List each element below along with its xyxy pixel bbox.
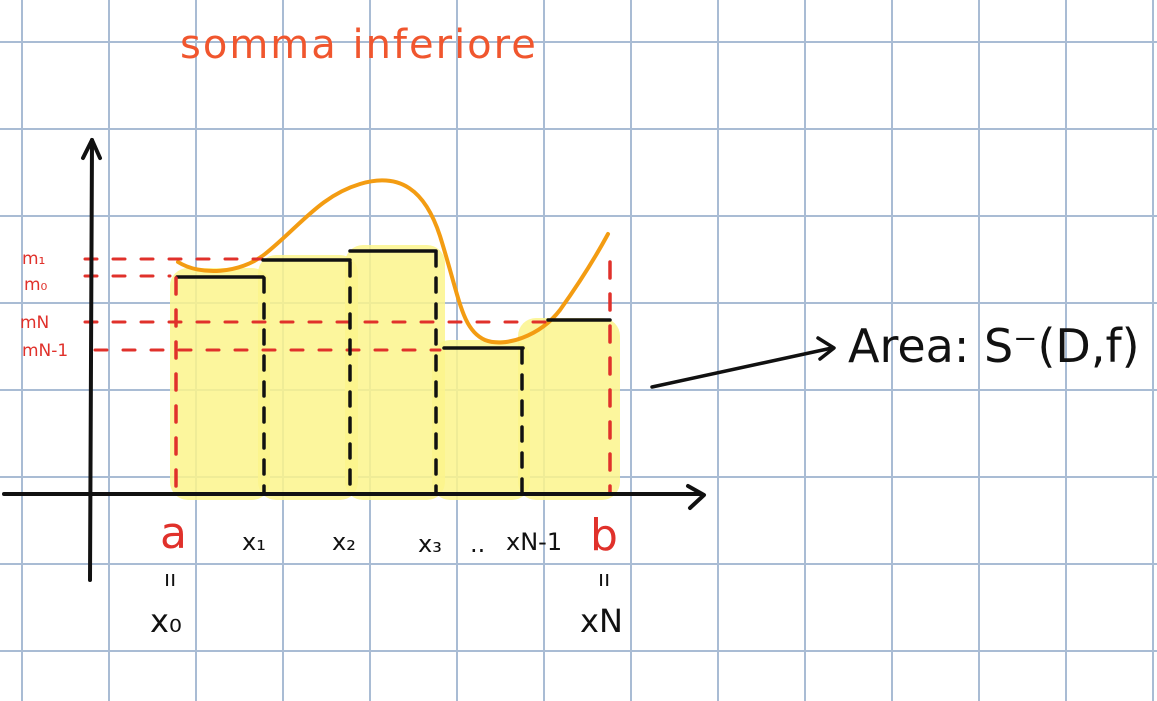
label-x2: x₂ (332, 528, 356, 556)
y-axis (88, 138, 94, 582)
label-dots: .. (470, 530, 485, 558)
y-axis-arrow (81, 138, 102, 160)
label-m1: m₁ (22, 249, 45, 269)
highlight-rect-2 (258, 255, 358, 500)
area-annotation: Area: S⁻(D,f) (650, 319, 1140, 389)
step-tops (175, 249, 612, 350)
label-mN1: mN-1 (22, 341, 68, 361)
area-pointer-line (650, 346, 834, 389)
x-labels: a x₁ x₂ x₃ .. xN-1 b ıı x₀ ıı xN (150, 508, 623, 640)
bound-lines (174, 260, 612, 496)
axes (2, 138, 706, 582)
diagram-title: somma inferiore (180, 22, 538, 68)
highlight-rect-4 (432, 340, 530, 500)
level-lines (83, 257, 547, 352)
area-label: Area: S⁻(D,f) (848, 319, 1140, 373)
highlight-rect-5 (518, 318, 620, 500)
highlight-region (170, 245, 620, 500)
label-eq-a: ıı (164, 567, 176, 592)
highlight-rect-1 (170, 268, 270, 500)
area-pointer-arrowhead (816, 336, 836, 361)
label-xN1: xN-1 (506, 528, 562, 556)
label-a: a (160, 508, 187, 559)
partition-lines (262, 250, 524, 496)
function-curve (176, 178, 610, 345)
label-x0: x₀ (150, 602, 182, 640)
highlight-rect-3 (345, 245, 445, 500)
label-x3: x₃ (418, 530, 442, 558)
label-b: b (590, 510, 618, 561)
y-labels: m₁ m₀ mN mN-1 (20, 249, 68, 361)
label-x1: x₁ (242, 528, 266, 556)
label-xN: xN (580, 602, 623, 640)
label-m0: m₀ (24, 275, 48, 295)
label-eq-b: ıı (598, 567, 610, 592)
x-axis-arrow (686, 484, 706, 510)
label-mN: mN (20, 313, 49, 333)
